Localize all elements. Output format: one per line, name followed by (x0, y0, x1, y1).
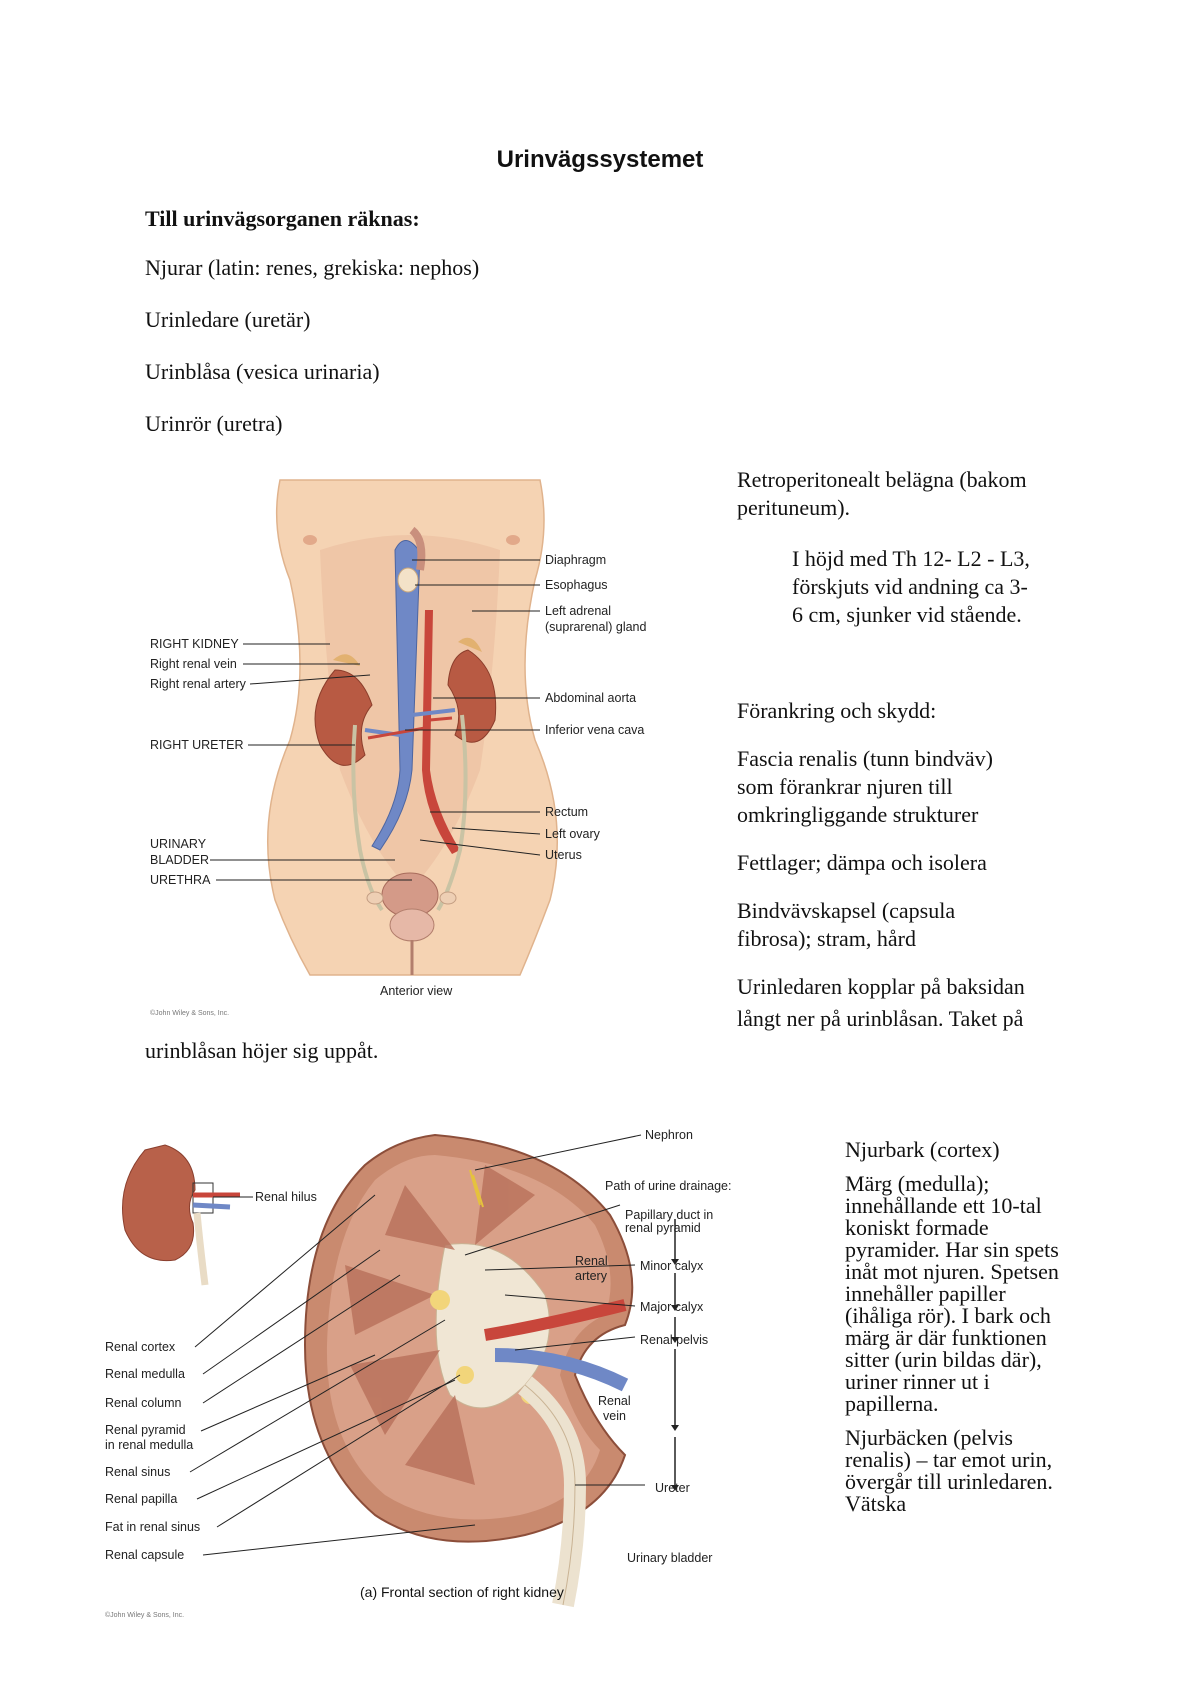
pelvis-note: Njurbäcken (pelvis renalis) – tar emot u… (845, 1425, 1053, 1516)
organ-urethra: Urinrör (uretra) (145, 411, 283, 436)
label-uterus: Uterus (545, 848, 582, 862)
label-right-kidney: RIGHT KIDNEY (150, 637, 239, 651)
label-renal-pyramid-path: renal pyramid (625, 1221, 701, 1235)
label-right-renal-vein: Right renal vein (150, 657, 237, 671)
label-renal-pyramid: Renal pyramid (105, 1423, 186, 1437)
label-esophagus: Esophagus (545, 578, 608, 592)
label-renal-papilla: Renal papilla (105, 1492, 177, 1506)
label-renal-hilus: Renal hilus (255, 1190, 317, 1204)
label-ureter: Ureter (655, 1481, 690, 1495)
organ-ureters: Urinledare (uretär) (145, 307, 311, 332)
figure1-caption: Anterior view (380, 984, 453, 998)
figure2-caption: (a) Frontal section of right kidney (360, 1584, 564, 1600)
page-title: Urinvägssystemet (496, 146, 704, 173)
label-renal-cortex: Renal cortex (105, 1340, 176, 1354)
position-line2: förskjuts vid andning ca 3- (792, 574, 1028, 599)
label-path-title: Path of urine drainage: (605, 1179, 731, 1193)
fascia-line1: Fascia renalis (tunn bindväv) (737, 746, 993, 771)
cortex-note: Njurbark (cortex) (845, 1137, 1000, 1162)
label-renal-pelvis: Renal pelvis (640, 1333, 708, 1347)
intro-heading: Till urinvägsorganen räknas: (145, 206, 420, 231)
label-left-ovary: Left ovary (545, 827, 601, 841)
label-major-calyx: Major calyx (640, 1300, 704, 1314)
label-rectum: Rectum (545, 805, 588, 819)
label-minor-calyx: Minor calyx (640, 1259, 704, 1273)
continuation-text: urinblåsan höjer sig uppåt. (145, 1038, 379, 1063)
label-suprarenal-gland: (suprarenal) gland (545, 620, 646, 634)
fat-layer: Fettlager; dämpa och isolera (737, 850, 987, 875)
label-renal-artery-1: Renal (575, 1254, 608, 1268)
label-renal-vein-1: Renal (598, 1394, 631, 1408)
position-line3: 6 cm, sjunker vid stående. (792, 602, 1022, 627)
label-diaphragm: Diaphragm (545, 553, 606, 567)
figure1-copyright: ©John Wiley & Sons, Inc. (150, 1009, 229, 1017)
label-renal-artery-2: artery (575, 1269, 608, 1283)
capsule-line2: fibrosa); stram, hård (737, 926, 916, 951)
organ-bladder: Urinblåsa (vesica urinaria) (145, 359, 380, 384)
label-renal-capsule: Renal capsule (105, 1548, 184, 1562)
ureter-line2: långt ner på urinblåsan. Taket på (737, 1006, 1024, 1031)
figure2-copyright: ©John Wiley & Sons, Inc. (105, 1611, 184, 1619)
label-in-renal-medulla: in renal medulla (105, 1438, 193, 1452)
label-abdominal-aorta: Abdominal aorta (545, 691, 636, 705)
retroperitoneal-line2: perituneum). (737, 495, 851, 520)
medulla-note: Märg (medulla); innehållande ett 10-tal … (845, 1171, 1059, 1416)
label-inferior-vena-cava: Inferior vena cava (545, 723, 644, 737)
urinary-system-figure: RIGHT KIDNEY Right renal vein Right rena… (150, 479, 646, 1017)
kidney-section-figure: Renal hilus Nephron Path of urine draina… (105, 1128, 731, 1619)
label-right-ureter: RIGHT URETER (150, 738, 244, 752)
label-renal-medulla: Renal medulla (105, 1367, 185, 1381)
fascia-line2: som förankrar njuren till (737, 774, 953, 799)
position-line1: I höjd med Th 12- L2 - L3, (792, 546, 1030, 571)
label-renal-vein-2: vein (603, 1409, 626, 1423)
label-bladder: BLADDER (150, 853, 209, 867)
ureter-line1: Urinledaren kopplar på baksidan (737, 974, 1025, 999)
label-urinary-bladder: Urinary bladder (627, 1551, 712, 1565)
label-nephron: Nephron (645, 1128, 693, 1142)
label-fat-in-renal-sinus: Fat in renal sinus (105, 1520, 200, 1534)
label-renal-column: Renal column (105, 1396, 181, 1410)
label-papillary-duct: Papillary duct in (625, 1208, 713, 1222)
label-urinary: URINARY (150, 837, 207, 851)
kidney-notes: Njurbark (cortex) Märg (medulla); innehå… (845, 1139, 1075, 1527)
label-urethra: URETHRA (150, 873, 211, 887)
anchoring-heading: Förankring och skydd: (737, 698, 937, 723)
capsule-line1: Bindvävskapsel (capsula (737, 898, 956, 923)
label-left-adrenal: Left adrenal (545, 604, 611, 618)
fascia-line3: omkringliggande strukturer (737, 802, 979, 827)
label-right-renal-artery: Right renal artery (150, 677, 247, 691)
label-renal-sinus: Renal sinus (105, 1465, 170, 1479)
organ-kidneys: Njurar (latin: renes, grekiska: nephos) (145, 255, 480, 280)
retroperitoneal-line1: Retroperitonealt belägna (bakom (737, 467, 1027, 492)
